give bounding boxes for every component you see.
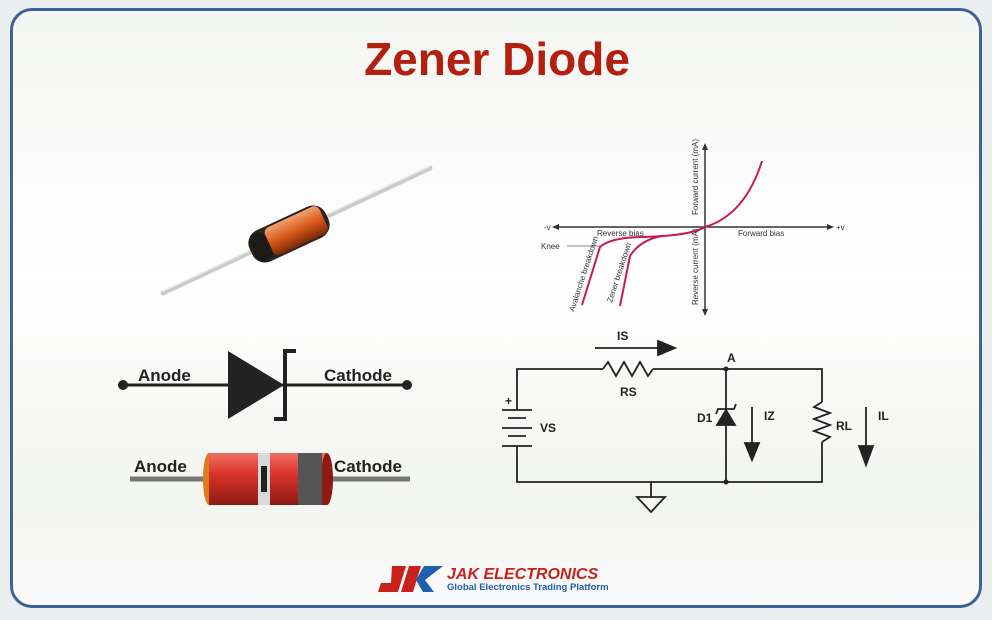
forward-bias-label: Forward bias <box>738 229 784 238</box>
diode-photo <box>160 165 433 296</box>
reverse-current-label: Reverse current (mA) <box>691 228 700 305</box>
node-a-label: A <box>727 351 736 365</box>
symbol-anode-label: Anode <box>138 366 191 385</box>
knee-label: Knee <box>541 242 560 251</box>
diode-symbol: Anode Cathode <box>118 349 412 421</box>
zener-breakdown-label: Zener breakdown <box>605 242 633 304</box>
zener-curve <box>619 235 663 307</box>
component-cathode-label: Cathode <box>334 457 402 476</box>
jk-logo-mark <box>378 566 443 592</box>
iz-label: IZ <box>764 409 775 423</box>
plus-label: + <box>505 394 512 408</box>
logo-tagline: Global Electronics Trading Platform <box>447 582 609 593</box>
diode-component: Anode Cathode <box>130 453 410 505</box>
frame <box>10 8 982 608</box>
logo-name: JAK ELECTRONICS <box>447 566 598 583</box>
reverse-bias-label: Reverse bias <box>597 229 644 238</box>
rl-label: RL <box>836 419 852 433</box>
forward-curve <box>704 160 763 228</box>
vs-label: VS <box>540 421 556 435</box>
il-label: IL <box>878 409 889 423</box>
component-anode-label: Anode <box>134 457 187 476</box>
x-neg-label: -v <box>544 223 551 232</box>
zener-circuit <box>502 339 875 514</box>
x-pos-label: +v <box>836 223 845 232</box>
symbol-cathode-label: Cathode <box>324 366 392 385</box>
page-title: Zener Diode <box>364 33 630 85</box>
avalanche-curve <box>581 226 706 306</box>
rs-label: RS <box>620 385 637 399</box>
forward-current-label: Forward current (mA) <box>691 139 700 215</box>
d1-label: D1 <box>697 411 713 425</box>
jak-logo: JAK ELECTRONICS Global Electronics Tradi… <box>378 566 609 593</box>
iv-characteristic-graph: -v +v Reverse bias Forward bias Knee For… <box>541 139 845 316</box>
is-label: IS <box>617 329 628 343</box>
